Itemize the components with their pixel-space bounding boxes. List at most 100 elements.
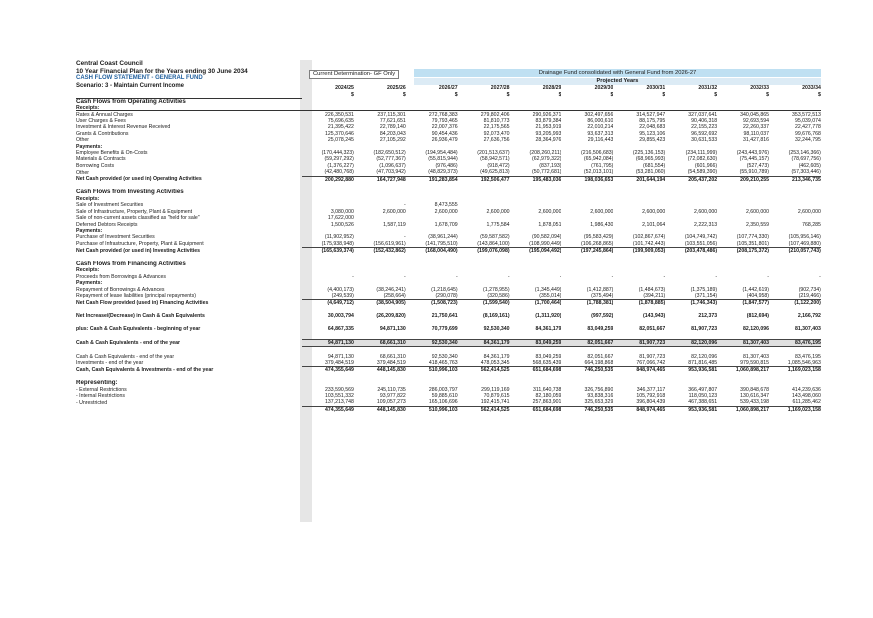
value-cell: (1,278,955) [483, 286, 510, 293]
value-cell: (761,795) [591, 162, 614, 169]
value-cell: 22,789,140 [379, 124, 406, 131]
value-cell: 84,361,179 [535, 325, 562, 332]
scenario-label: Scenario: 3 - Maintain Current Income [76, 82, 185, 89]
value-cell: 92,530,340 [405, 338, 458, 348]
year-header-cell: 2033/34 [802, 85, 821, 91]
table-row: plus: Cash & Cash Equivalents - beginnin… [76, 326, 821, 332]
value-cell: 31,427,816 [743, 137, 770, 144]
value-cell: (59,297,292) [324, 156, 354, 163]
value-cell: 212,373 [698, 313, 718, 320]
value-cell: 21,750,641 [431, 313, 458, 320]
value-cell: (1,311,920) [535, 313, 562, 320]
value-cell: 2,600,000 [694, 208, 718, 215]
unit-cell: $ [351, 91, 354, 98]
value-cell: 81,307,403 [794, 325, 821, 332]
value-cell: 77,621,651 [379, 118, 406, 125]
value-cell: 81,307,403 [743, 353, 770, 360]
value-cell: 871,816,485 [688, 359, 718, 366]
value-cell: 237,115,301 [377, 111, 406, 118]
unit-cell: $ [506, 91, 510, 98]
value-cell: 448,145,830 [353, 405, 406, 414]
value-cell: (143,943) [643, 313, 666, 320]
value-cell: 651,684,698 [509, 405, 562, 414]
value-cell: 257,863,901 [532, 399, 562, 406]
table-row: Other(42,480,768)(47,703,942)(48,829,373… [76, 169, 821, 176]
value-cell: 82,051,667 [587, 353, 614, 360]
value-cell: 79,793,465 [431, 118, 458, 125]
value-cell: (976,486) [435, 162, 458, 169]
value-cell: 22,010,214 [587, 124, 614, 131]
value-cell: 125,370,646 [325, 130, 354, 137]
value-cell: - [767, 273, 770, 280]
value-cell: - [819, 273, 821, 280]
value-cell: 32,244,795 [794, 137, 821, 144]
value-cell: 353,572,513 [792, 111, 821, 118]
value-cell: 94,871,130 [379, 325, 406, 332]
value-cell: (812,694) [746, 313, 770, 320]
value-cell: 98,110,037 [743, 130, 770, 137]
value-cell: 82,051,667 [561, 338, 614, 348]
value-cell: (249,539) [331, 292, 354, 299]
value-cell: (156,619,961) [373, 240, 406, 247]
value-cell: 418,465,763 [428, 359, 458, 366]
value-cell: - [352, 273, 354, 280]
row-label: Receipts: [76, 267, 100, 274]
row-label: Purchase of Investment Securities [76, 234, 155, 241]
value-cell: (108,990,449) [529, 240, 562, 247]
value-cell: (194,954,484) [425, 150, 458, 157]
row-label: Borrowing Costs [76, 162, 115, 169]
value-cell: 22,155,223 [691, 124, 718, 131]
unit-row: $$$$$$$$$$ [76, 91, 821, 98]
current-determination-label: Current Determination- GF Only [309, 70, 400, 79]
value-cell: (55,910,789) [739, 169, 770, 176]
value-cell: 1,060,898,217 [717, 366, 770, 374]
value-cell: 191,283,854 [405, 175, 458, 184]
value-cell: (203,478,486) [665, 247, 718, 255]
subheading-row: Payments: [76, 144, 821, 150]
row-label: Investment & Interest Revenue Received [76, 124, 171, 131]
row-label: Other [76, 169, 89, 176]
value-cell: (90,582,094) [532, 234, 562, 241]
unit-cell: $ [766, 91, 770, 98]
value-cell: (1,788,381) [561, 299, 614, 307]
row-label: Cash & Cash Equivalents - end of the yea… [76, 353, 175, 360]
row-label: Deferred Debtors Receipts [76, 221, 138, 228]
value-cell: (1,847,577) [717, 299, 770, 307]
value-cell: 1,587,119 [383, 221, 406, 228]
subheading-row: Payments: [76, 280, 821, 286]
value-cell: - [455, 273, 458, 280]
value-cell: 396,804,439 [636, 399, 666, 406]
value-cell: 93,838,316 [587, 392, 614, 399]
total-row: Net Cash provided (or used in) Operating… [76, 175, 821, 184]
value-cell: 93,977,822 [379, 392, 406, 399]
empty-cell [406, 98, 458, 105]
value-cell: (253,146,366) [788, 150, 821, 157]
value-cell: 82,120,096 [743, 325, 770, 332]
row-label: Cash, Cash Equivalents & Investments - e… [76, 367, 214, 374]
empty-cell [458, 98, 510, 105]
row-label [76, 406, 302, 413]
value-cell: (104,749,742) [684, 234, 718, 241]
value-cell: 205,437,202 [665, 175, 718, 184]
value-cell: - [507, 273, 510, 280]
year-header-cell: 2028/29 [542, 85, 562, 91]
value-cell: 245,110,735 [377, 386, 406, 393]
table-row: Proceeds from Borrowings & Advances-----… [76, 274, 821, 280]
header-divider [76, 110, 821, 111]
value-cell: 81,907,723 [639, 353, 666, 360]
value-cell: (902,734) [798, 286, 821, 293]
value-cell: (52,013,101) [583, 169, 614, 176]
value-cell: 99,676,768 [794, 130, 821, 137]
row-label: Cash Flows from Operating Activities [76, 97, 302, 106]
value-cell: 209,210,255 [717, 175, 770, 184]
value-cell: 88,175,795 [639, 118, 666, 125]
total-row: Net Cash Flow provided (used in) Financi… [76, 299, 821, 307]
value-cell: (355,014) [539, 292, 562, 299]
row-label: Payments: [76, 227, 103, 234]
value-cell: (601,966) [694, 162, 718, 169]
value-cell: 83,049,259 [535, 353, 562, 360]
value-cell: (143,864,100) [477, 240, 510, 247]
value-cell: 164,727,948 [353, 175, 406, 184]
value-cell: 2,350,559 [745, 221, 770, 228]
